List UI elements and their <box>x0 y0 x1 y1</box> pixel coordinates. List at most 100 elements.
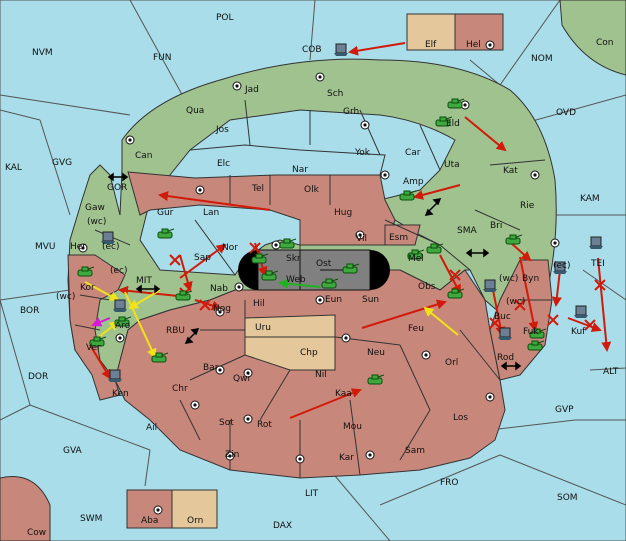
label-obs: Obs <box>418 282 436 292</box>
label-rbu: RBU <box>166 326 185 336</box>
label-gvg: GVG <box>52 158 72 168</box>
impassable-center <box>238 249 390 291</box>
label-jad: Jad <box>244 85 259 95</box>
label-qwi: Qwi <box>233 374 250 384</box>
label-vil: Vil <box>356 234 367 244</box>
province-orn[interactable] <box>171 489 218 529</box>
label-nil: Nil <box>315 370 327 380</box>
label-fun: FUN <box>153 53 172 63</box>
fleet-units <box>101 43 603 382</box>
label-wc-4: (wc) <box>506 297 525 307</box>
label-dor: DOR <box>28 372 48 382</box>
supply-centers <box>78 40 560 515</box>
label-cow: Cow <box>27 528 46 538</box>
label-qua: Qua <box>186 106 204 116</box>
label-zin: Zin <box>225 450 239 460</box>
north-labels: Jad Sch Qua Grh Jos Eld Can Yok Car Elc … <box>70 85 539 353</box>
label-feu: Feu <box>408 324 424 334</box>
label-fuk: Fuk <box>523 327 539 337</box>
label-elf: Elf <box>425 40 437 50</box>
label-sch: Sch <box>327 89 343 99</box>
label-bar: Bar <box>203 363 219 373</box>
label-nab: Nab <box>210 284 228 294</box>
label-chp: Chp <box>300 348 318 358</box>
label-sam: Sam <box>405 446 425 456</box>
label-cob: COB <box>302 45 322 55</box>
label-gur: Gur <box>157 208 174 218</box>
province-hel[interactable] <box>454 13 504 51</box>
label-wc-2: (wc) <box>56 292 75 302</box>
label-som: SOM <box>557 493 578 503</box>
label-nvm: NVM <box>32 48 53 58</box>
label-fro: FRO <box>440 478 459 488</box>
label-kat: Kat <box>503 166 518 176</box>
label-mvu: MVU <box>35 242 56 252</box>
label-gva: GVA <box>63 446 83 456</box>
army-units <box>77 98 547 385</box>
label-tei: TEI <box>590 259 605 269</box>
label-olk: Olk <box>304 185 320 195</box>
label-ail: Ail <box>146 423 157 433</box>
label-elc: Elc <box>217 159 230 169</box>
label-ost: Ost <box>316 259 332 269</box>
label-her: Her <box>70 242 86 252</box>
label-lan: Lan <box>203 208 219 218</box>
label-amp: Amp <box>403 177 424 187</box>
label-ver: Ver <box>86 343 101 353</box>
label-yok: Yok <box>354 148 371 158</box>
province-borders <box>74 99 552 478</box>
label-ec-3: (ec) <box>110 266 128 276</box>
south-labels: Gur Lan Hug Esm Nab Hil Nog Sun Obs Feu … <box>112 40 586 526</box>
label-wc-1: (wc) <box>87 217 106 227</box>
neutral-labels: Uru Chp Orn Elf Ost Web Eun <box>187 40 437 526</box>
label-skr: Skr <box>286 254 301 264</box>
label-hel: Hel <box>466 40 481 50</box>
label-kuf: Kuf <box>571 327 586 337</box>
label-aro: Aro <box>115 321 131 331</box>
label-swm: SWM <box>80 514 102 524</box>
label-buc: Buc <box>494 312 511 322</box>
label-alt: ALT <box>603 367 619 377</box>
label-nar: Nar <box>292 165 308 175</box>
label-byn: Byn <box>522 274 539 284</box>
label-nom: NOM <box>531 54 553 64</box>
label-web: Web <box>286 275 306 285</box>
province-cow[interactable] <box>0 476 51 541</box>
label-ec-2: (ec) <box>553 261 571 271</box>
label-hil: Hil <box>253 299 265 309</box>
label-sot: Sot <box>219 418 234 428</box>
label-rot: Rot <box>257 420 272 430</box>
label-jos: Jos <box>215 125 229 135</box>
label-nor: Nor <box>222 243 238 253</box>
label-eun: Eun <box>325 295 342 305</box>
label-lit: LIT <box>305 489 319 499</box>
label-mit: MIT <box>136 276 152 286</box>
label-uta: Uta <box>444 160 460 170</box>
province-aba[interactable] <box>126 489 173 529</box>
label-dax: DAX <box>273 521 292 531</box>
label-neu: Neu <box>367 348 385 358</box>
label-uru: Uru <box>255 323 271 333</box>
label-con: Con <box>596 38 614 48</box>
label-ken: Ken <box>112 389 129 399</box>
label-nog: Nog <box>213 304 231 314</box>
label-ec-1: (ec) <box>102 242 120 252</box>
label-gaw: Gaw <box>85 203 105 213</box>
connectors <box>107 172 522 371</box>
label-can: Can <box>135 151 153 161</box>
label-kor: Kor <box>80 283 95 293</box>
label-bor: BOR <box>20 306 39 316</box>
label-sma: SMA <box>457 226 477 236</box>
label-orn: Orn <box>187 516 203 526</box>
label-rie: Rie <box>520 201 535 211</box>
failed-orders <box>169 242 606 331</box>
sea-labels: POL NVM FUN COB NOM Con OVD KAL GVG GOR … <box>5 13 619 538</box>
label-esm: Esm <box>389 233 408 243</box>
label-gor: GOR <box>107 183 127 193</box>
label-orl: Orl <box>445 358 458 368</box>
label-sap: Sap <box>194 253 211 263</box>
label-sun: Sun <box>362 295 379 305</box>
label-grh: Grh <box>343 107 359 117</box>
label-aba: Aba <box>141 516 158 526</box>
